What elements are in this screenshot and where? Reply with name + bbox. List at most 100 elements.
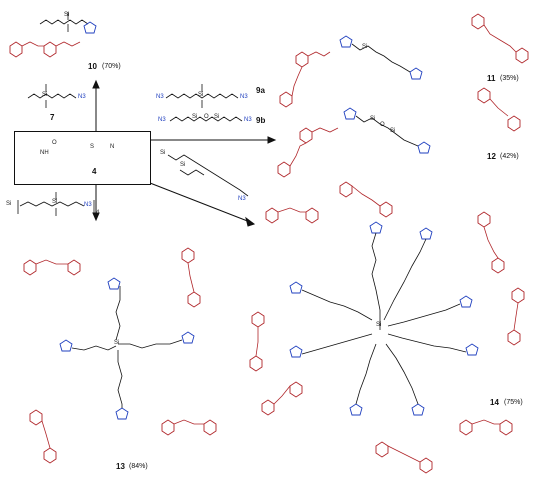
compound-12-yield: (42%) (500, 153, 519, 160)
azide-7: N3 (78, 94, 86, 100)
chain-13-down (117, 350, 123, 408)
link-14h (471, 419, 500, 425)
ring-13-d (187, 291, 201, 308)
azide-9a-left: N3 (156, 94, 164, 100)
chain-14-4 (387, 303, 461, 327)
ring-11-a (295, 51, 309, 68)
triazole-13b (181, 331, 195, 344)
chain-7 (27, 93, 77, 99)
link-13b (187, 262, 195, 293)
chain-14-1 (371, 232, 381, 330)
triazole-13d (115, 407, 129, 420)
link-13d (173, 419, 204, 425)
triazole-14g (349, 403, 363, 416)
si-atom-13-core: Si (6, 201, 12, 207)
starting-material-box (14, 131, 151, 185)
triazole-14b (419, 227, 433, 240)
ring-14-a (265, 207, 279, 224)
azide-9b-left: N3 (158, 117, 166, 123)
link-12b (289, 142, 307, 167)
ring-12-b (277, 161, 291, 178)
link-14b (351, 185, 381, 207)
si-atom-10: Si (64, 12, 70, 18)
compound-10-yield: (70%) (102, 63, 121, 70)
ring-12-a (299, 127, 313, 144)
ring-14-e (477, 211, 491, 228)
ring-14-l (289, 381, 303, 398)
ring-13-a (23, 259, 37, 276)
count-13-reagent: 4 (96, 210, 100, 216)
si-atom-14-center: Si (376, 322, 382, 328)
triazole-14h (411, 403, 425, 416)
compound-12-label: 12 (487, 152, 496, 161)
o-atom-12: O (380, 122, 385, 128)
link-12a (311, 127, 339, 133)
link-11a (307, 51, 331, 57)
link-14c (483, 226, 499, 259)
link-10b (55, 41, 81, 47)
azide-13-reagent: N3 (84, 202, 92, 208)
chain-14-7 (355, 343, 377, 405)
si-atom-9b-b: Si (214, 114, 220, 120)
ring-11-b (279, 91, 293, 108)
ring-14-d (379, 201, 393, 218)
chain-13-left (71, 345, 117, 351)
ring-11-c (471, 13, 485, 30)
arrow-to-14 (149, 182, 251, 223)
ring-14-j (249, 355, 263, 372)
triazole-14a (369, 221, 383, 234)
ring-12-c (477, 87, 491, 104)
compound-14-yield: (75%) (504, 399, 523, 406)
triazole-14d (459, 295, 473, 308)
compound-7-label: 7 (50, 113, 55, 122)
arrow-head-13 (92, 212, 100, 222)
chain-11 (351, 43, 411, 73)
chain-13-reagent (19, 201, 85, 207)
azide-9b-right: N3 (244, 117, 252, 123)
ring-14-h (507, 329, 521, 346)
ring-14-b (305, 207, 319, 224)
c4-n: N (110, 144, 115, 150)
compound-13-label: 13 (116, 462, 125, 471)
si-atom-13-center: Si (114, 340, 120, 346)
triazole-13a (107, 277, 121, 290)
link-14d (513, 302, 519, 331)
ring-14-c (339, 181, 353, 198)
si-atom-12-a: Si (370, 116, 376, 122)
compound-4-label: 4 (92, 167, 97, 176)
triazole-14c (289, 281, 303, 294)
ring-13-e (29, 409, 43, 426)
c4-o: O (52, 140, 57, 146)
chain-9b (169, 116, 243, 122)
ring-14-p (499, 419, 513, 436)
chain-14-3 (301, 289, 373, 321)
compound-9a-label: 9a (256, 86, 265, 95)
silane-chains (71, 43, 467, 408)
c4-nh-a: NH (40, 150, 49, 156)
link-10 (21, 41, 44, 47)
ring-13-g (161, 419, 175, 436)
chain-14-reagent (167, 154, 249, 197)
compound-10-label: 10 (88, 62, 97, 71)
chain-9a (165, 93, 239, 99)
triazole-11a (339, 35, 353, 48)
link-13a (35, 259, 68, 265)
ring-10-a (9, 41, 23, 58)
compound-11-label: 11 (487, 74, 496, 83)
chain-12 (355, 115, 419, 147)
arrow-head-10 (92, 79, 100, 89)
link-14a (277, 207, 306, 213)
chain-10 (39, 19, 89, 25)
chain-14-reagent-b (179, 169, 205, 176)
link-14e (255, 327, 259, 357)
ring-11-d (515, 47, 529, 64)
red-fragment-rings (9, 13, 529, 474)
chain-13-right (118, 339, 183, 349)
link-13c (41, 420, 51, 449)
ring-14-o (459, 419, 473, 436)
arrow-head-11-12 (267, 136, 277, 144)
ring-14-g (511, 287, 525, 304)
azide-9a-right: N3 (240, 94, 248, 100)
compound-11-yield: (35%) (500, 75, 519, 82)
